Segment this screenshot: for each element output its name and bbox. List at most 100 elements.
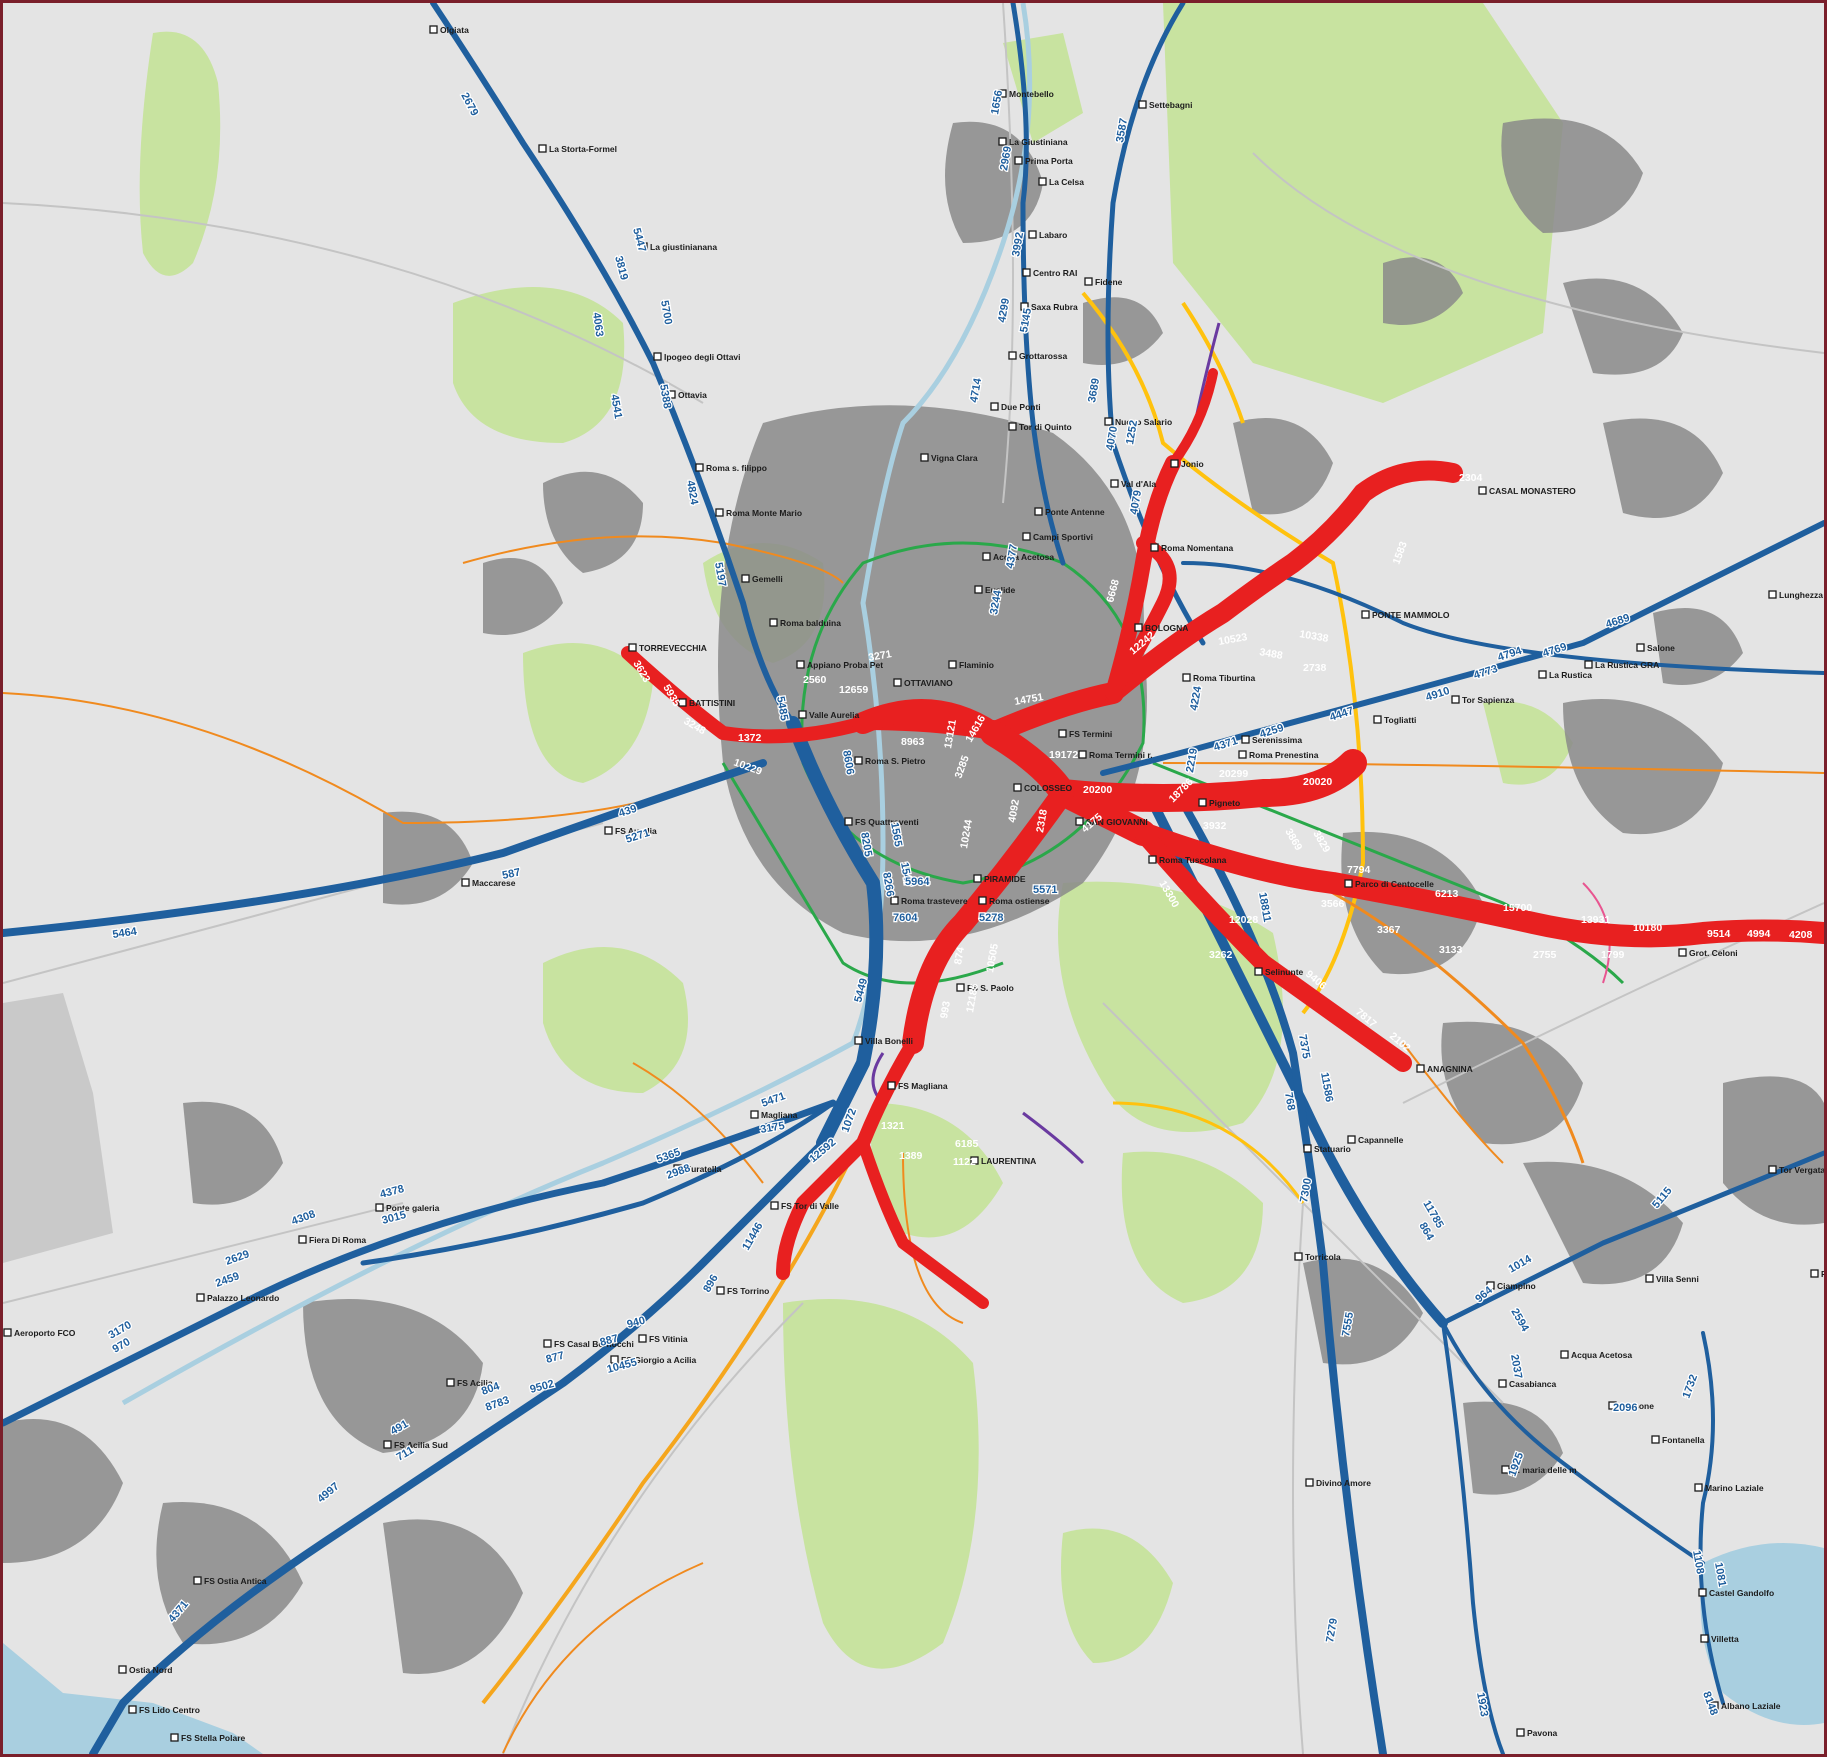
station-montebello[interactable]: Montebello	[998, 89, 1054, 99]
station-selinunte[interactable]: Selinunte	[1254, 967, 1304, 977]
station-fs-aurelia[interactable]: FS Aurelia	[604, 826, 657, 836]
station-sassone[interactable]: Sassone	[1608, 1401, 1654, 1411]
station-pigneto[interactable]: Pigneto	[1198, 798, 1240, 808]
station-torricola[interactable]: Torricola	[1294, 1252, 1341, 1262]
station-lunghezza[interactable]: Lunghezza	[1768, 590, 1823, 600]
station-serenissima[interactable]: Serenissima	[1241, 735, 1302, 745]
station-acqua-acetosa[interactable]: Acqua Acetosa	[982, 552, 1054, 562]
station-ottaviano[interactable]: OTTAVIANO	[893, 678, 953, 688]
station-villa-bonelli[interactable]: Villa Bonelli	[854, 1036, 913, 1046]
station-casal-monastero[interactable]: CASAL MONASTERO	[1478, 486, 1576, 496]
station-val-d-ala[interactable]: Val d'Ala	[1110, 479, 1156, 489]
station-capannelle[interactable]: Capannelle	[1347, 1135, 1404, 1145]
station-tor-di-quinto[interactable]: Tor di Quinto	[1008, 422, 1072, 432]
station-maccarese[interactable]: Maccarese	[461, 878, 516, 888]
station-grotte-celoni[interactable]: Grot. Celoni	[1678, 948, 1738, 958]
station-flaminio[interactable]: Flaminio	[948, 660, 994, 670]
station-nuovo-salario[interactable]: Nuovo Salario	[1104, 417, 1172, 427]
station-aeroporto-fco[interactable]: Aeroporto FCO	[3, 1328, 76, 1338]
station-acqua-acetosa-s[interactable]: Acqua Acetosa	[1560, 1350, 1632, 1360]
station-grottarossa[interactable]: Grottarossa	[1008, 351, 1067, 361]
station-centro-rai[interactable]: Centro RAI	[1022, 268, 1077, 278]
station-parco-centocelle[interactable]: Parco di Centocelle	[1344, 879, 1434, 889]
station-muratella[interactable]: Muratella	[673, 1164, 722, 1174]
station-torrevecchia[interactable]: TORREVECCHIA	[628, 643, 707, 653]
station-fs-magliana[interactable]: FS Magliana	[887, 1081, 948, 1091]
station-s-maria-delle-m[interactable]: S. maria delle m	[1501, 1465, 1577, 1475]
station-castel-gandolfo[interactable]: Castel Gandolfo	[1698, 1588, 1774, 1598]
station-fs-vitinia[interactable]: FS Vitinia	[638, 1334, 688, 1344]
station-fiera-di-roma[interactable]: Fiera Di Roma	[298, 1235, 366, 1245]
station-statuario[interactable]: Statuario	[1303, 1144, 1351, 1154]
station-la-rustica-gra[interactable]: La Rustica GRA	[1584, 660, 1659, 670]
station-la-celsa[interactable]: La Celsa	[1038, 177, 1084, 187]
station-ponte-galeria[interactable]: Ponte galeria	[375, 1203, 440, 1213]
station-ipogeo[interactable]: Ipogeo degli Ottavi	[653, 352, 741, 362]
station-fontanella[interactable]: Fontanella	[1651, 1435, 1705, 1445]
station-roma-trastevere[interactable]: Roma trastevere	[890, 896, 968, 906]
station-settebagni[interactable]: Settebagni	[1138, 100, 1192, 110]
station-roma-nomentana[interactable]: Roma Nomentana	[1150, 543, 1234, 553]
station-bologna[interactable]: BOLOGNA	[1134, 623, 1188, 633]
station-valle-aurelia[interactable]: Valle Aurelia	[798, 710, 860, 720]
station-villetta[interactable]: Villetta	[1700, 1634, 1739, 1644]
station-fs-quattroventi[interactable]: FS Quattroventi	[844, 817, 919, 827]
station-saxa-rubra[interactable]: Saxa Rubra	[1020, 302, 1078, 312]
station-la-storta[interactable]: La Storta-Formel	[538, 144, 617, 154]
station-gemelli[interactable]: Gemelli	[741, 574, 783, 584]
station-divino-amore[interactable]: Divino Amore	[1305, 1478, 1371, 1488]
station-ostia-nord[interactable]: Ostia Nord	[118, 1665, 172, 1675]
station-albano-laziale[interactable]: Albano Laziale	[1710, 1701, 1781, 1711]
station-casabianca[interactable]: Casabianca	[1498, 1379, 1557, 1389]
station-due-ponti[interactable]: Due Ponti	[990, 402, 1041, 412]
station-roma-termini-r[interactable]: Roma Termini r.	[1078, 750, 1153, 760]
station-frattocchie[interactable]: Fr	[1810, 1269, 1824, 1279]
station-jonio[interactable]: Jonio	[1170, 459, 1204, 469]
station-laurentina[interactable]: LAURENTINA	[970, 1156, 1036, 1166]
station-fs-acilia-sud[interactable]: FS Acilia Sud	[383, 1440, 448, 1450]
station-roma-tiburtina[interactable]: Roma Tiburtina	[1182, 673, 1255, 683]
station-fs-termini[interactable]: FS Termini	[1058, 729, 1112, 739]
station-ponte-mammolo[interactable]: PONTE MAMMOLO	[1361, 610, 1450, 620]
station-villa-senni[interactable]: Villa Senni	[1645, 1274, 1699, 1284]
station-la-giustiniana[interactable]: La Giustiniana	[998, 137, 1068, 147]
station-appiano-proba[interactable]: Appiano Proba Pet	[796, 660, 883, 670]
station-campi-sportivi[interactable]: Campi Sportivi	[1022, 532, 1093, 542]
station-fs-giorgio-acilia[interactable]: FS Giorgio a Acilia	[610, 1355, 697, 1365]
station-la-rustica[interactable]: La Rustica	[1538, 670, 1592, 680]
station-pavona[interactable]: Pavona	[1516, 1728, 1558, 1738]
station-san-giovanni[interactable]: SAN GIOVANNI	[1075, 817, 1148, 827]
station-ciampino[interactable]: Ciampino	[1486, 1281, 1536, 1291]
station-fs-stella-polare[interactable]: FS Stella Polare	[170, 1733, 246, 1743]
station-roma-s-filippo[interactable]: Roma s. filippo	[695, 463, 767, 473]
station-roma-tuscolana[interactable]: Roma Tuscolana	[1148, 855, 1227, 865]
station-olgiata[interactable]: Olgiata	[429, 25, 469, 35]
station-fs-tor-di-valle[interactable]: FS Tor di Valle	[770, 1201, 839, 1211]
station-tor-sapienza[interactable]: Tor Sapienza	[1451, 695, 1515, 705]
station-palazzo-leonardo[interactable]: Palazzo Leonardo	[196, 1293, 279, 1303]
station-roma-balduina[interactable]: Roma balduina	[769, 618, 841, 628]
station-fs-lido-centro[interactable]: FS Lido Centro	[128, 1705, 200, 1715]
station-prima-porta[interactable]: Prima Porta	[1014, 156, 1073, 166]
station-fs-s-paolo[interactable]: FS S. Paolo	[956, 983, 1014, 993]
station-colosseo[interactable]: COLOSSEO	[1013, 783, 1073, 793]
station-fs-acilia[interactable]: FS Acilia	[446, 1378, 493, 1388]
transit-flow-map[interactable]: Olgiata La Storta-Formel La giustiniananaI…	[3, 3, 1824, 1754]
station-marino-laziale[interactable]: Marino Laziale	[1694, 1483, 1764, 1493]
station-piramide[interactable]: PIRAMIDE	[973, 874, 1026, 884]
station-fs-casal-bernocchi[interactable]: FS Casal Bernocchi	[543, 1339, 634, 1349]
station-ottavia[interactable]: Ottavia	[667, 390, 707, 400]
station-togliatti[interactable]: Togliatti	[1373, 715, 1416, 725]
station-roma-s-pietro[interactable]: Roma S. Pietro	[854, 756, 925, 766]
station-magliana[interactable]: Magliana	[750, 1110, 798, 1120]
station-fs-ostia-antica[interactable]: FS Ostia Antica	[193, 1576, 267, 1586]
station-labaro[interactable]: Labaro	[1028, 230, 1067, 240]
station-roma-monte-mario[interactable]: Roma Monte Mario	[715, 508, 802, 518]
station-vigna-clara[interactable]: Vigna Clara	[920, 453, 978, 463]
station-ponte-antenne[interactable]: Ponte Antenne	[1034, 507, 1105, 517]
station-la-giustinianana[interactable]: La giustinianana	[639, 242, 717, 252]
station-euclide[interactable]: Euclide	[974, 585, 1016, 595]
station-roma-ostiense[interactable]: Roma ostiense	[978, 896, 1050, 906]
station-tor-vergata[interactable]: Tor Vergata	[1768, 1165, 1824, 1175]
station-roma-prenestina[interactable]: Roma Prenestina	[1238, 750, 1319, 760]
